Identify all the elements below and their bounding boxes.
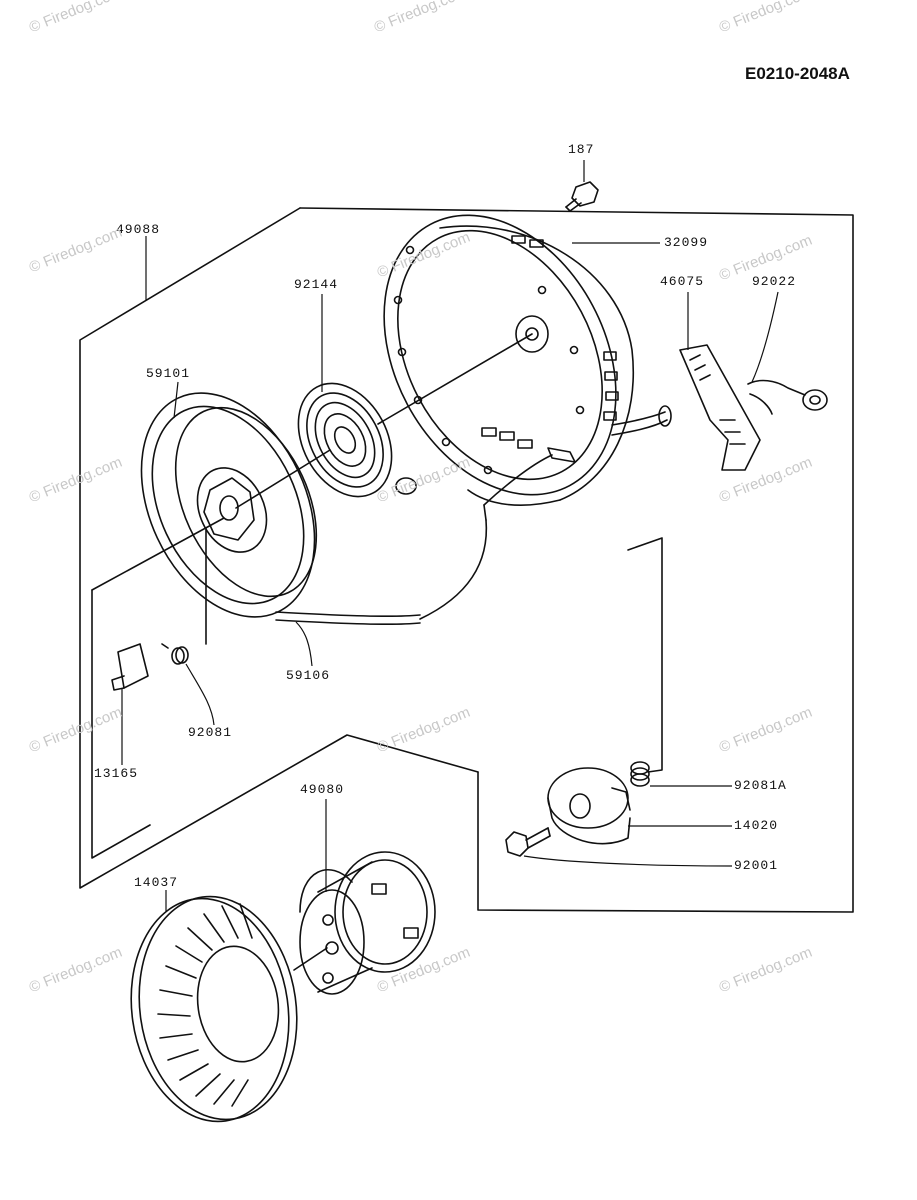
part-ref-92022: 92022: [752, 274, 797, 289]
part-ref-187: 187: [568, 142, 595, 157]
reel-pulley-drawing: [140, 392, 318, 618]
part-ref-14037: 14037: [134, 875, 179, 890]
part-ref-13165: 13165: [94, 766, 139, 781]
part-ref-92001: 92001: [734, 858, 779, 873]
part-ref-59106: 59106: [286, 668, 331, 683]
axis-reel-bracket: [91, 517, 225, 591]
starter-pulley-drawing: [299, 851, 436, 995]
screw-187-drawing: [565, 181, 599, 212]
friction-plate-drawing: [547, 767, 631, 845]
recoil-spring-drawing: [297, 382, 417, 498]
leader-92022: [751, 291, 779, 383]
part-ref-59101: 59101: [146, 366, 191, 381]
part-ref-32099: 32099: [664, 235, 709, 250]
assembly-49088-outline: [299, 207, 854, 913]
starter-rope-drawing: [275, 454, 553, 626]
leader-92001: [523, 855, 733, 867]
part-ref-14020: 14020: [734, 818, 779, 833]
starter-cup-drawing: [130, 895, 298, 1123]
part-ref-46075: 46075: [660, 274, 705, 289]
friction-spring-drawing: [630, 761, 650, 787]
bolt-92001-drawing: [505, 827, 551, 857]
part-ref-49088: 49088: [116, 222, 161, 237]
starter-case-drawing: [383, 214, 634, 506]
assembly-49088-left-edge: [79, 207, 479, 889]
rope-clip-drawing: [747, 379, 828, 415]
axis-spring-reel: [235, 449, 331, 509]
ratchet-pawl-drawing: [111, 643, 149, 691]
starter-handle-drawing: [611, 344, 761, 471]
axis-friction-spring: [627, 537, 663, 773]
assembly-inner-bracket: [91, 589, 151, 859]
diagram-id: E0210-2048A: [745, 64, 850, 83]
leader-92081: [185, 663, 215, 726]
part-ref-92081: 92081: [188, 725, 233, 740]
axis-pulley-cup: [293, 947, 328, 971]
pawl-spring-drawing: [161, 643, 189, 665]
axis-case-spring: [377, 333, 533, 425]
part-ref-49080: 49080: [300, 782, 345, 797]
leader-59101: [173, 381, 179, 419]
part-ref-92081A: 92081A: [734, 778, 787, 793]
part-ref-92144: 92144: [294, 277, 339, 292]
leader-59106: [295, 621, 313, 667]
